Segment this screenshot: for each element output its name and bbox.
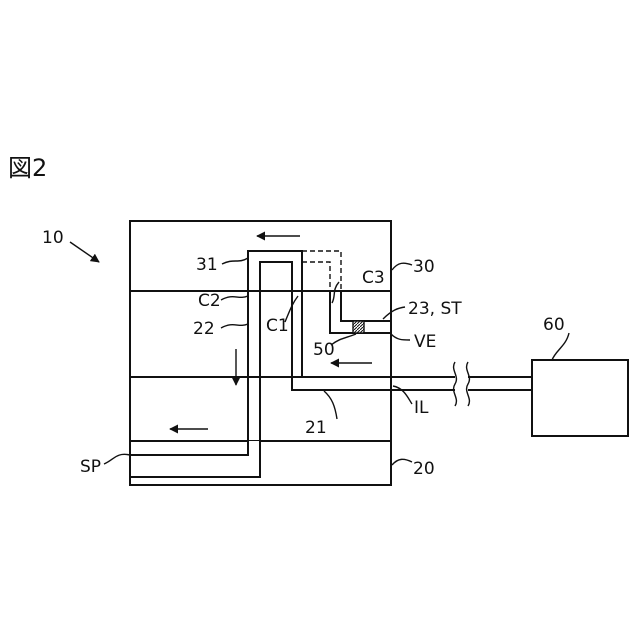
valve-50 [353,321,364,333]
dashed-route-outer [302,251,341,291]
label-c1: C1 [266,316,289,336]
label-device: 60 [543,315,565,335]
vent-pipe-inner [341,291,391,321]
device-60 [532,360,628,436]
label-valve: 50 [313,340,335,360]
arrow-icon [70,242,99,262]
label-sp: SP [80,457,101,477]
label-tank-lower: 20 [413,459,435,479]
label-system: 10 [42,228,64,248]
pipe-fill-bottom [131,456,247,476]
figure-title: 図2 [8,154,47,182]
label-c2: C2 [198,291,221,311]
dashed-route-inner [302,262,330,291]
label-il: IL [414,398,429,418]
label-pipe-left: 22 [193,319,215,339]
label-pipe-bottom: 21 [305,418,327,438]
label-tank-upper: 30 [413,257,435,277]
label-ve: VE [414,332,436,352]
label-c3: C3 [362,268,385,288]
leader-lines [104,258,569,465]
wavy-break-icon [454,362,470,406]
label-st: 23, ST [408,299,462,319]
label-pipe-top: 31 [196,255,218,275]
